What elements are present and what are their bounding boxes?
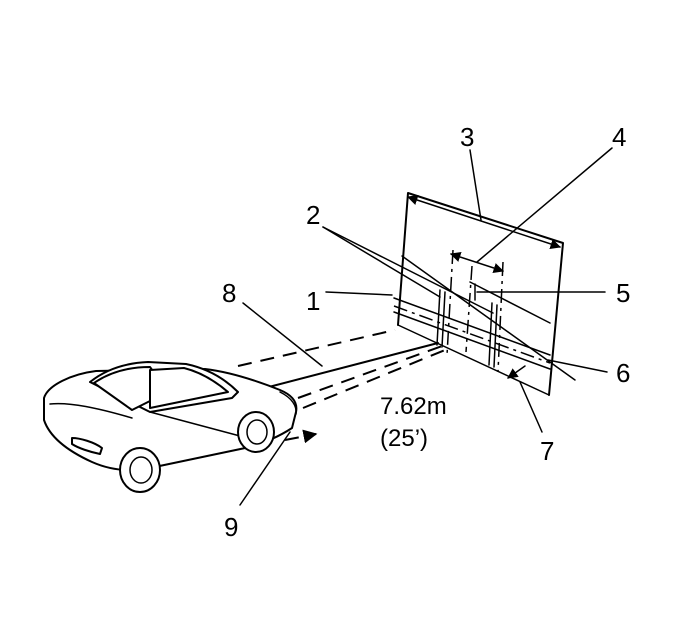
front-bumper: [279, 391, 297, 415]
callout-labels: 1 2 3 4 5 6 7 8 9: [222, 122, 630, 542]
left-lamp-centerline: [446, 249, 454, 356]
horizontal-reference-line-lower: [393, 311, 551, 370]
right-lamp-centerline: [497, 261, 504, 373]
leader-3: [469, 149, 482, 221]
leader-lines: [239, 226, 608, 506]
horizontal-centerline: [393, 305, 551, 364]
callout-6: 6: [616, 358, 630, 388]
callout-5: 5: [616, 278, 630, 308]
door-line: [149, 411, 241, 437]
front-wheel: [237, 411, 275, 453]
screen-bottom-edge: [397, 324, 550, 396]
horizontal-reference-line: [393, 297, 551, 356]
leader-7: [519, 381, 543, 433]
left-lamp-vertical-line-a: [436, 289, 441, 346]
leader-2b: [322, 226, 494, 314]
callout-7: 7: [540, 436, 554, 466]
leader-1: [325, 291, 393, 296]
leader-2a: [322, 226, 441, 298]
rear-wheel: [119, 447, 161, 493]
right-lamp-vertical-line-b: [493, 304, 498, 368]
callout-1: 1: [306, 286, 320, 316]
aim-diagonal-line: [401, 255, 576, 381]
rear-wheel-hub: [129, 456, 153, 484]
callout-8: 8: [222, 278, 236, 308]
front-wheel-hub: [246, 419, 268, 445]
distance-metric: 7.62m: [380, 393, 447, 420]
distance-label: 7.62m (25’): [380, 393, 447, 452]
left-lamp-vertical-line-b: [441, 291, 446, 348]
distance-imperial: (25’): [380, 425, 428, 452]
trunk-line: [49, 402, 133, 419]
upper-beam-dashed: [237, 329, 396, 367]
vehicle: [43, 361, 318, 493]
tail-lamp: [71, 437, 103, 455]
leader-9: [239, 431, 291, 506]
side-window: [149, 367, 229, 409]
aim-diagonal-line-2: [469, 281, 551, 324]
leader-6: [547, 359, 608, 373]
arrow-7: [507, 365, 526, 379]
callout-2: 2: [306, 200, 320, 230]
aiming-screen: [393, 147, 613, 396]
leader-4: [476, 147, 613, 263]
callout-4: 4: [612, 122, 626, 152]
leader-8: [242, 302, 323, 367]
right-lamp-vertical-line-a: [488, 302, 493, 366]
callout-3: 3: [460, 122, 474, 152]
direction-arrow-9: [284, 429, 318, 444]
callout-9: 9: [224, 512, 238, 542]
lower-beam-dashed: [297, 344, 446, 399]
dimension-arrow-3: [407, 194, 561, 250]
floor-line-dashed: [302, 349, 446, 409]
